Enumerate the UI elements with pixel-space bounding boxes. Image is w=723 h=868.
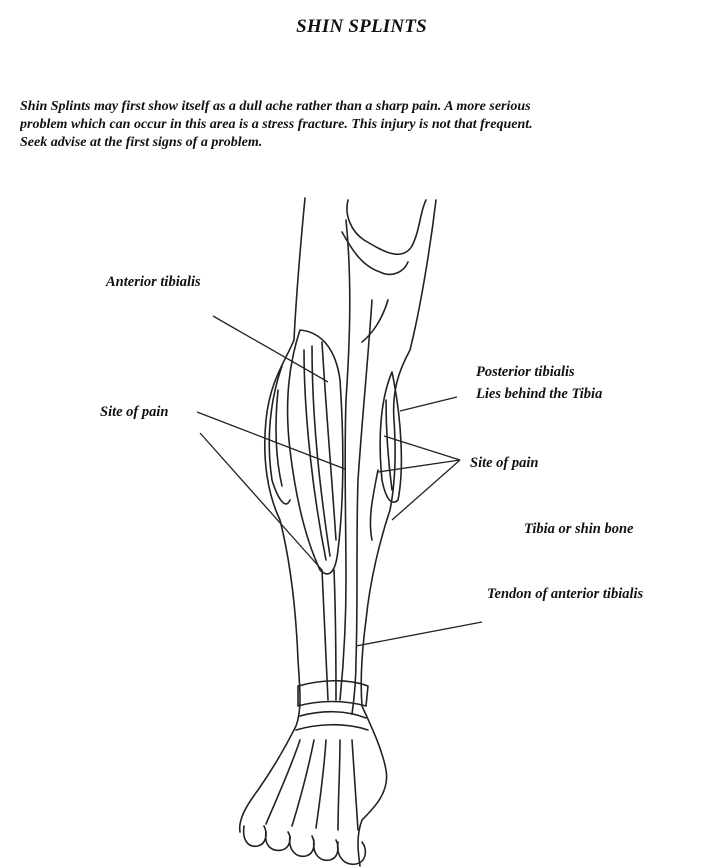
tibia-bone [340,220,350,700]
label-anterior-tibialis: Anterior tibialis [106,274,201,291]
label-tendon: Tendon of anterior tibialis [487,586,643,603]
anterior-tibialis-muscle [288,330,343,574]
label-site-of-pain-right: Site of pain [470,455,538,472]
ankle-retinaculum [298,681,368,706]
label-tibia: Tibia or shin bone [524,521,633,538]
leg-outline [358,200,436,866]
label-site-of-pain-left: Site of pain [100,404,168,421]
toes [244,826,266,846]
label-posterior-tibialis: Posterior tibialis [476,364,575,381]
label-posterior-tibialis-note: Lies behind the Tibia [476,386,602,403]
